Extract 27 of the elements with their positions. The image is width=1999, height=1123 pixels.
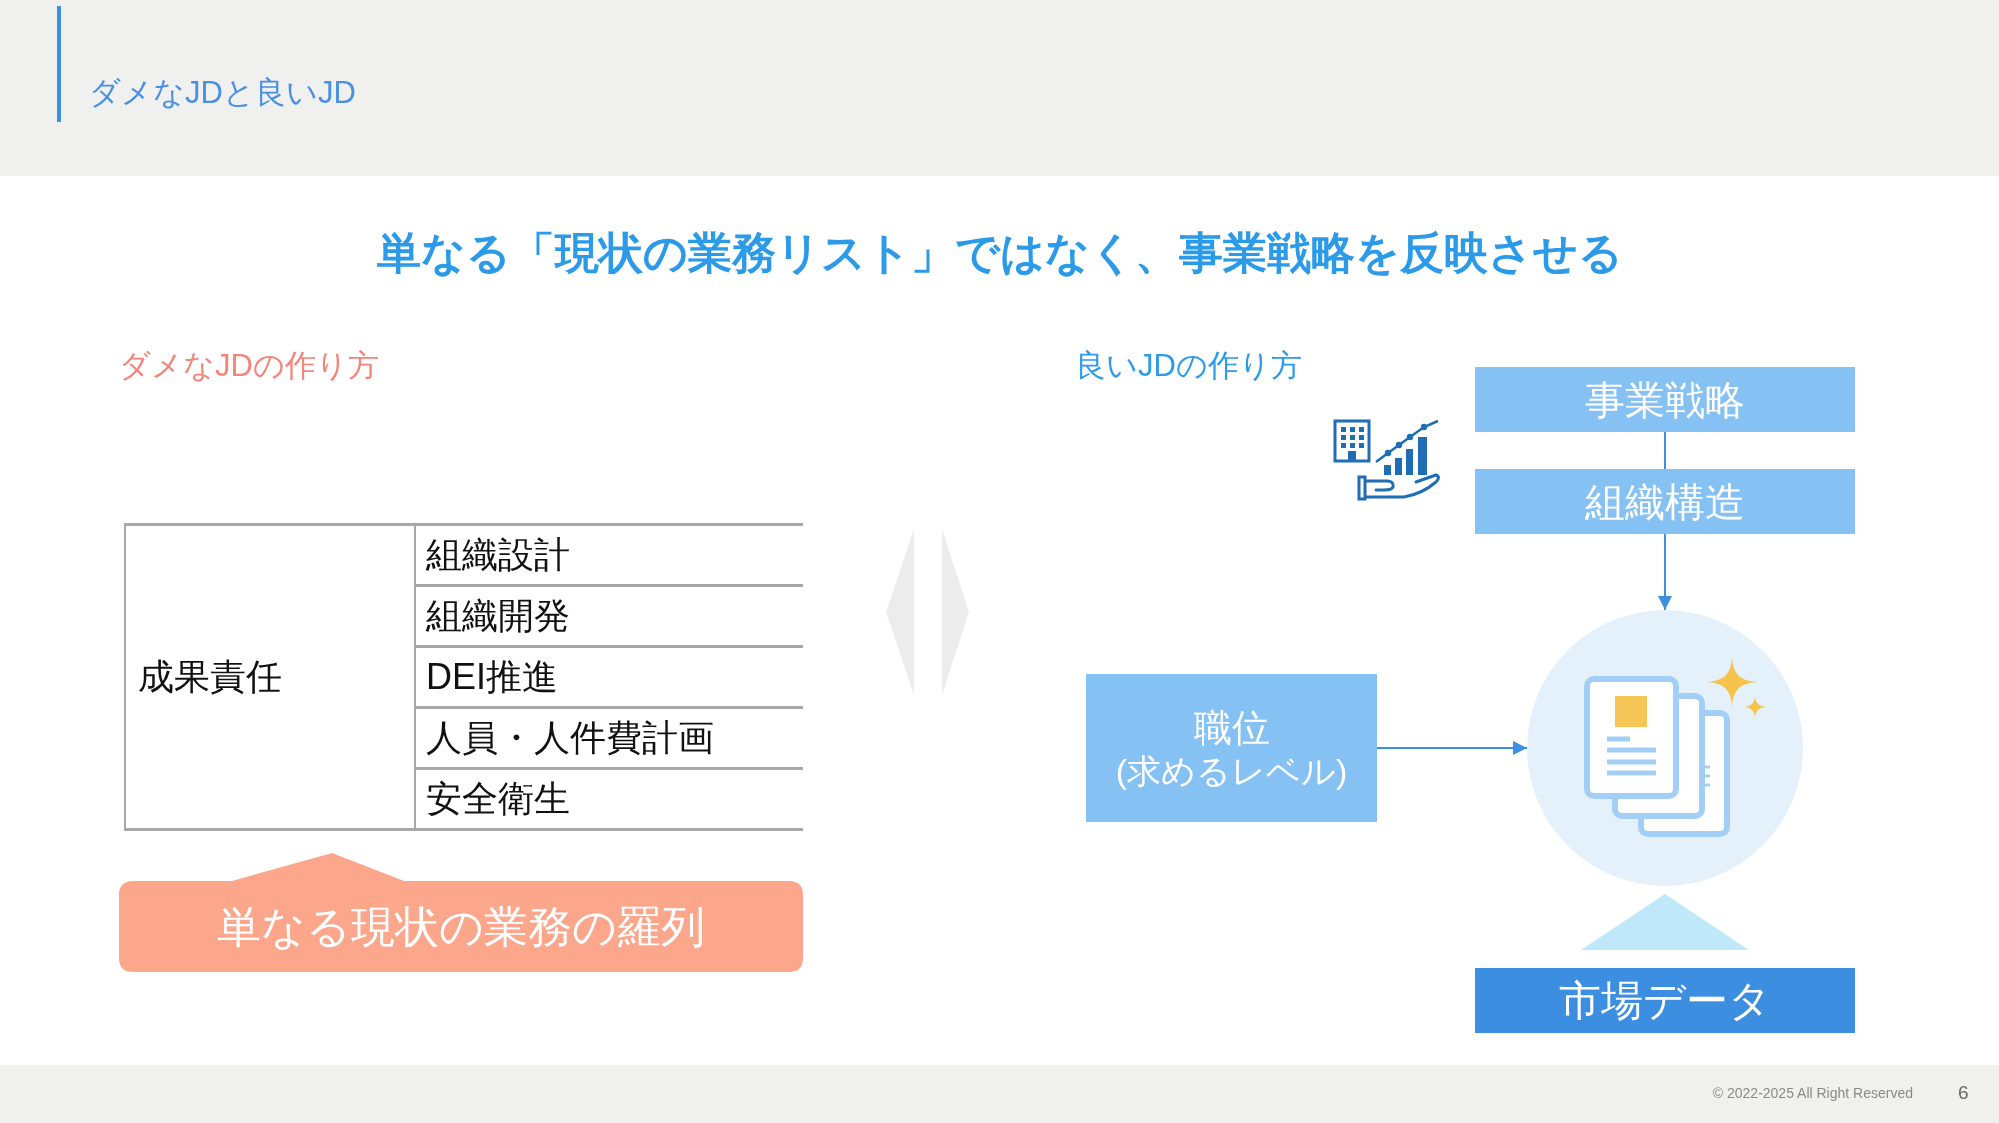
table-cell: 人員・人件費計画	[416, 706, 803, 767]
section-heading: ダメなJDの作り方	[119, 347, 379, 385]
table-cell: 組織開発	[416, 584, 803, 645]
process-box	[1086, 674, 1377, 822]
callout-box	[119, 853, 803, 972]
table-cell: 安全衛生	[416, 767, 803, 831]
sublabel-text: (求めるレベル)	[1115, 750, 1348, 792]
page-number: 6	[1958, 1081, 1969, 1105]
headline: 単なる「現状の業務リスト」ではなく、事業戦略を反映させる	[377, 227, 1623, 279]
table-cell: 組織設計	[416, 523, 803, 584]
label-text: 市場データ	[1559, 975, 1771, 1026]
table-cell: DEI推進	[416, 645, 803, 706]
label-text: 組織構造	[1585, 478, 1745, 526]
process-box	[1475, 968, 1855, 1033]
label-text: 職位	[1193, 705, 1270, 751]
table-cell: 成果責任	[124, 523, 416, 831]
label-text: 単なる現状の業務の羅列	[217, 901, 705, 953]
section-heading: 良いJDの作り方	[1075, 347, 1302, 385]
label-text: 事業戦略	[1585, 376, 1745, 424]
page-title: ダメなJDと良いJD	[89, 74, 356, 112]
arrow	[1376, 741, 1528, 755]
chevron-arrow	[1581, 894, 1749, 950]
process-box	[1475, 469, 1855, 534]
arrow	[1658, 533, 1672, 611]
connector-line	[1664, 431, 1666, 470]
copyright-text: © 2022-2025 All Right Reserved	[1712, 1084, 1913, 1102]
process-box	[1475, 367, 1855, 432]
